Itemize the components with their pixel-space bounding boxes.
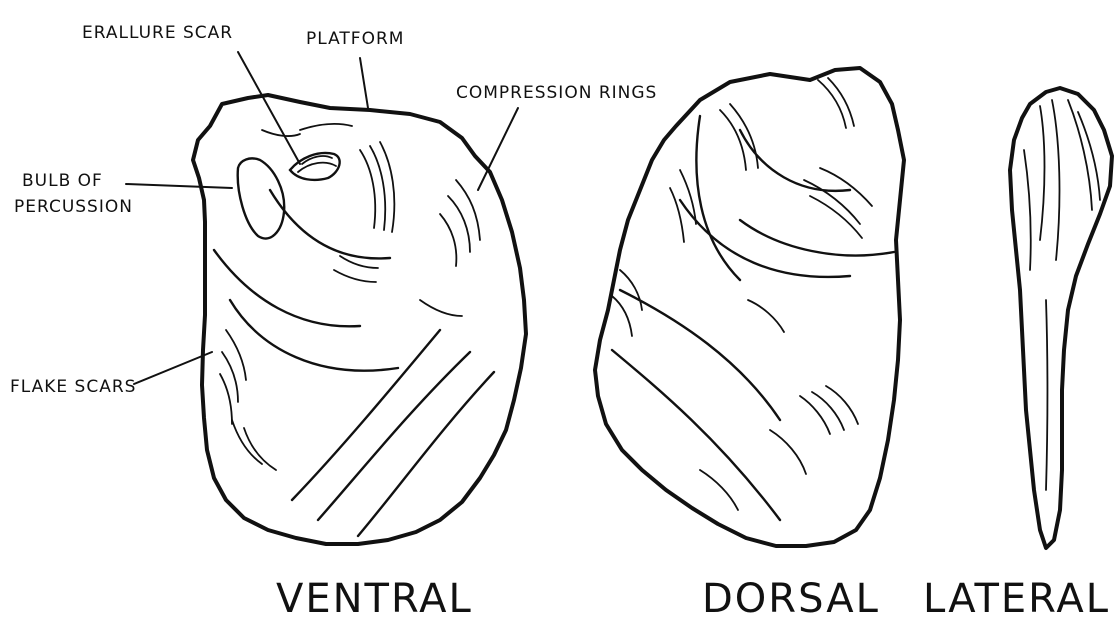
compression-leader — [478, 108, 518, 190]
dorsal-flake — [595, 68, 904, 546]
ventral-view-title: VENTRAL — [276, 576, 473, 622]
bulb-of-percussion-label-line2: PERCUSSION — [14, 197, 133, 217]
lateral-view-title: LATERAL — [923, 576, 1110, 622]
lateral-flake — [1010, 88, 1112, 548]
eraillure-scar-label: ERALLURE SCAR — [82, 23, 233, 43]
platform-label: PLATFORM — [306, 29, 404, 49]
ventral-flake — [193, 95, 526, 544]
compression-rings-label: COMPRESSION RINGS — [456, 83, 657, 103]
flake-scars-label: FLAKE SCARS — [10, 377, 136, 397]
dorsal-view-title: DORSAL — [702, 576, 880, 622]
bulb-of-percussion-label-line1: BULB OF — [22, 171, 103, 191]
platform-leader — [360, 58, 368, 108]
